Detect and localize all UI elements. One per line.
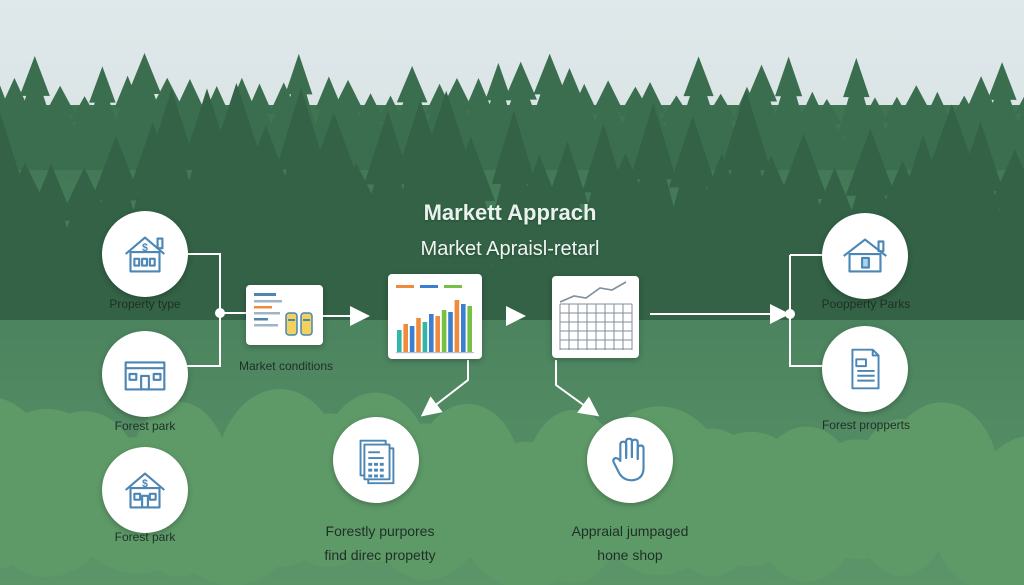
forestly-purposes-line1: Forestly purpores [325, 523, 435, 539]
property-type-node: $ [102, 211, 188, 297]
diagram-title: Markett Apprach [423, 200, 597, 225]
forestly-purposes-node [333, 417, 419, 503]
foliage-shape [966, 436, 1024, 585]
property-parks-node [822, 213, 908, 299]
storefront-icon [124, 361, 166, 391]
bar-mark [461, 304, 466, 352]
line-grid-chart-icon [559, 281, 633, 350]
forest-park-node-2: $ [102, 447, 188, 533]
bar-mark [429, 314, 434, 352]
svg-text:$: $ [142, 242, 148, 254]
appraisal-label: Appraial jumpaged hone shop [558, 519, 702, 567]
market-conditions-label: Market conditions [238, 359, 334, 373]
bar-mark [403, 324, 408, 352]
bar-mark [454, 300, 460, 352]
tree-silhouette [970, 149, 1024, 320]
appraisal-node [587, 417, 673, 503]
forestly-purposes-line2: find direc propetty [324, 547, 436, 563]
forest-park-node-1 [102, 331, 188, 417]
document-stack-icon [359, 439, 395, 485]
forest-properties-node [822, 326, 908, 412]
bar-mark [397, 330, 402, 352]
market-conditions-card [246, 285, 323, 345]
svg-text:$: $ [142, 478, 148, 490]
tree-silhouette [801, 98, 853, 170]
left-node-label-2: Forest park [114, 419, 176, 433]
right-node-label-2: Forest propperts [821, 418, 911, 432]
bar-mark [435, 316, 440, 352]
left-node-label-1: Property type [109, 297, 181, 311]
bar-chart-card [388, 274, 482, 359]
document-icon [851, 348, 880, 390]
bar-mark [409, 326, 415, 352]
appraisal-line1: Appraial jumpaged [571, 523, 689, 539]
right-node-label-1: Poopperty Parks [821, 297, 911, 311]
house-dollar-icon: $ [124, 472, 166, 509]
hand-icon [612, 437, 645, 482]
house-icon [843, 238, 887, 273]
forestly-purposes-label: Forestly purpores find direc propetty [300, 519, 460, 567]
dashboard-card-icon [254, 293, 313, 336]
bar-mark [448, 312, 453, 352]
left-node-label-3: Forest park [114, 530, 176, 544]
house-dollar-icon: $ [124, 236, 166, 273]
appraisal-line2: hone shop [597, 547, 663, 563]
diagram-subtitle: Market Apraisl-retarl [420, 238, 600, 260]
bar-chart-icon [396, 285, 474, 354]
tree-silhouette [1003, 96, 1024, 170]
bar-mark [422, 322, 428, 352]
bar-mark [416, 318, 421, 352]
bar-mark [467, 306, 472, 352]
grid-chart-card [552, 276, 639, 358]
bar-mark [441, 310, 447, 352]
